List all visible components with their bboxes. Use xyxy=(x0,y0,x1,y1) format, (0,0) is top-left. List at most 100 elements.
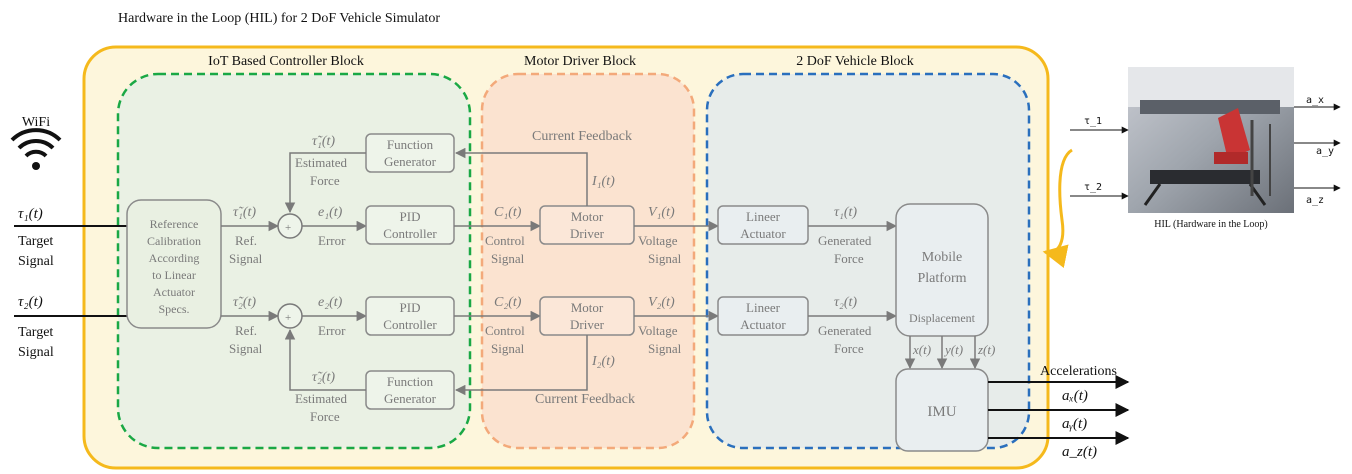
platform-line-1: Mobile xyxy=(922,250,962,265)
e1-symbol: e₁(t) xyxy=(318,205,343,220)
vehicle-block-title: 2 DoF Vehicle Block xyxy=(796,54,914,69)
input-tau2-label-2: Signal xyxy=(18,345,54,360)
pid1-line-1: PID xyxy=(400,209,421,224)
est2-symbol: τ̃₂(t) xyxy=(312,370,335,385)
wifi-label: WiFi xyxy=(22,115,50,130)
v1-label-2: Signal xyxy=(648,251,682,266)
c1-label-1: Control xyxy=(485,233,525,248)
hil-in2: τ_2 xyxy=(1084,182,1102,193)
e2-label: Error xyxy=(318,323,346,338)
la2-line-2: Actuator xyxy=(740,317,786,332)
input-tau2: τ₂(t) xyxy=(18,294,43,310)
fg2-line-2: Generator xyxy=(384,391,437,406)
vehicle-block xyxy=(705,72,1031,450)
controller-block-title: IoT Based Controller Block xyxy=(208,54,364,69)
input-tau2-label-1: Target xyxy=(18,325,53,340)
est2-path xyxy=(284,328,366,391)
i1-symbol: I₁(t) xyxy=(591,174,615,189)
t2-symbol: τ₂(t) xyxy=(834,295,857,310)
md2-line-2: Driver xyxy=(570,317,605,332)
ref1-label-2: Signal xyxy=(229,251,263,266)
t1-symbol: τ₁(t) xyxy=(834,205,857,220)
pid2-line-1: PID xyxy=(400,300,421,315)
la2-line-1: Lineer xyxy=(746,300,781,315)
pid2-line-2: Controller xyxy=(383,317,437,332)
pid-controller-1 xyxy=(365,205,455,245)
ay-symbol: aᵧ(t) xyxy=(1062,416,1087,432)
wifi-icon xyxy=(10,128,62,170)
motor-driver-block xyxy=(480,72,696,450)
v1-label-1: Voltage xyxy=(638,233,678,248)
t2-label-2: Force xyxy=(834,341,864,356)
ref1-symbol: τ̃₁(t) xyxy=(233,205,256,220)
x-symbol: x(t) xyxy=(912,342,931,357)
reference-line-2: Calibration xyxy=(147,234,201,248)
reference-line-5: Actuator xyxy=(153,285,195,299)
hil-caption: HIL (Hardware in the Loop) xyxy=(1154,219,1267,230)
c2-label-2: Signal xyxy=(491,341,525,356)
platform-line-2: Platform xyxy=(918,271,967,286)
imu-label: IMU xyxy=(927,404,956,420)
c2-symbol: C₂(t) xyxy=(494,295,522,310)
la1-line-2: Actuator xyxy=(740,226,786,241)
input-tau1-label-1: Target xyxy=(18,234,53,249)
c1-label-2: Signal xyxy=(491,251,525,266)
motor-block-title: Motor Driver Block xyxy=(524,54,636,69)
fg2-line-1: Function xyxy=(387,374,434,389)
c1-symbol: C₁(t) xyxy=(494,205,522,220)
reference-line-6: Specs. xyxy=(159,302,190,316)
e2-symbol: e₂(t) xyxy=(318,295,343,310)
current-feedback-1 xyxy=(454,147,588,206)
diagram-title: Hardware in the Loop (HIL) for 2 DoF Veh… xyxy=(118,11,440,26)
t2-label-1: Generated xyxy=(818,323,872,338)
feedback2-label: Current Feedback xyxy=(535,392,635,407)
reference-line-3: According xyxy=(149,251,200,265)
v1-symbol: V₁(t) xyxy=(648,205,675,220)
ref2-label-1: Ref. xyxy=(235,323,257,338)
t1-label-2: Force xyxy=(834,251,864,266)
accelerations-label: Accelerations xyxy=(1040,364,1117,379)
md1-line-1: Motor xyxy=(571,209,604,224)
est1-symbol: τ̃₁(t) xyxy=(312,134,335,149)
hil-link-arrow xyxy=(1042,148,1073,268)
c2-label-1: Control xyxy=(485,323,525,338)
az-symbol: a_z(t) xyxy=(1062,444,1097,460)
ref2-label-2: Signal xyxy=(229,341,263,356)
hil-photo xyxy=(1128,67,1294,213)
fg1-line-1: Function xyxy=(387,137,434,152)
feedback1-label: Current Feedback xyxy=(532,129,632,144)
t1-label-1: Generated xyxy=(818,233,872,248)
est1-path xyxy=(284,152,366,214)
v2-label-1: Voltage xyxy=(638,323,678,338)
reference-calibration-box xyxy=(126,199,222,329)
reference-line-4: to Linear xyxy=(152,268,196,282)
hil-in1: τ_1 xyxy=(1084,116,1102,127)
la1-line-1: Lineer xyxy=(746,209,781,224)
hil-out2: a_y xyxy=(1316,146,1334,157)
input-tau1-label-2: Signal xyxy=(18,254,54,269)
input-tau1: τ₁(t) xyxy=(18,206,43,222)
current-feedback-2 xyxy=(454,335,588,396)
y-symbol: y(t) xyxy=(943,342,963,357)
e1-label: Error xyxy=(318,233,346,248)
hil-out3: a_z xyxy=(1306,195,1324,206)
ref2-symbol: τ̃₂(t) xyxy=(233,295,256,310)
lineer-actuator-1 xyxy=(717,205,809,245)
sum-sign-1: + xyxy=(285,222,291,234)
reference-line-1: Reference xyxy=(150,217,199,231)
ref1-label-1: Ref. xyxy=(235,233,257,248)
est2-label-1: Estimated xyxy=(295,391,347,406)
md2-line-1: Motor xyxy=(571,300,604,315)
pid1-line-2: Controller xyxy=(383,226,437,241)
ax-symbol: aₓ(t) xyxy=(1062,388,1088,404)
hil-out1: a_x xyxy=(1306,95,1324,106)
v2-symbol: V₂(t) xyxy=(648,295,675,310)
fg1-line-2: Generator xyxy=(384,154,437,169)
est1-label-1: Estimated xyxy=(295,155,347,170)
v2-label-2: Signal xyxy=(648,341,682,356)
i2-symbol: I₂(t) xyxy=(591,354,615,369)
z-symbol: z(t) xyxy=(977,342,995,357)
md1-line-2: Driver xyxy=(570,226,605,241)
displacement-label: Displacement xyxy=(909,311,976,325)
